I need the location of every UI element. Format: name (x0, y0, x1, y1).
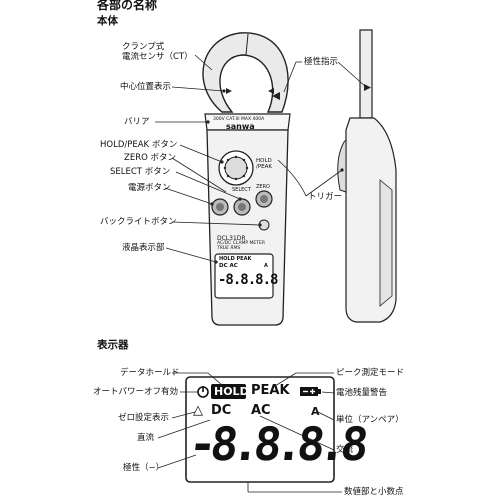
lcd-digits-text: -8.8.8.8 (218, 272, 278, 288)
label-digits: 数値部と小数点 (344, 487, 404, 497)
lcd-peak: PEAK (251, 383, 290, 398)
hold-box (211, 384, 246, 399)
label-trigger: トリガー (308, 192, 343, 202)
page-heading: 各部の名称 (97, 0, 158, 12)
lcd-frame (214, 253, 274, 299)
side-jaw (359, 29, 373, 119)
lcd-mode-text: DC AC (219, 263, 238, 269)
label-ac: 交流 (336, 445, 354, 455)
lcd-top-text: HOLD PEAK (219, 256, 252, 262)
section-title-display: 表示器 (97, 339, 129, 351)
label-hold-peak-button: HOLD/PEAK ボタン (100, 140, 178, 150)
label-unit: 単位（アンペア） (336, 415, 404, 425)
zero-label: ZERO (256, 184, 270, 190)
label-dc: 直流 (137, 433, 155, 443)
label-power-button: 電源ボタン (128, 183, 171, 193)
label-lcd: 液晶表示部 (122, 243, 165, 253)
label-backlight-button: バックライトボタン (100, 217, 177, 227)
label-barrier: バリア (124, 117, 150, 127)
label-auto-power-off: オートパワーオフ有効 (93, 387, 179, 397)
subtitle-text: AC/DC CLAMP METER (217, 241, 265, 246)
lcd-dc: DC (211, 403, 232, 418)
label-polarity-mark: 極性指示 (304, 57, 339, 67)
lcd-unit: A (311, 405, 320, 418)
label-clamp-sensor: クランプ式 電流センサ（CT） (122, 42, 193, 62)
section-title-body: 本体 (97, 15, 118, 27)
model-text: DCL31DR (217, 235, 246, 242)
jaw-arrow (272, 92, 280, 100)
label-data-hold: データホールド (120, 368, 180, 378)
battery-icon (300, 387, 318, 396)
true-rms-text: TRUE RMS (217, 246, 241, 251)
label-peak-mode: ピーク測定モード (336, 368, 405, 378)
lcd-ac: AC (251, 403, 271, 418)
label-battery-warning: 電池残量警告 (336, 388, 388, 398)
lcd-unit-text: A (264, 263, 268, 269)
select-label: SELECT (232, 187, 251, 193)
clamp-jaw (202, 32, 289, 113)
label-center-mark: 中心位置表示 (120, 82, 172, 92)
label-polarity: 極性（−） (123, 463, 165, 473)
brand-text: sanwa (226, 122, 255, 131)
label-zero-button: ZERO ボタン (124, 153, 176, 163)
rating-text: 300V CAT.III MAX 400A (213, 117, 265, 122)
side-trigger (337, 138, 347, 193)
label-select-button: SELECT ボタン (110, 167, 171, 177)
lcd-delta: △ (193, 403, 203, 418)
label-zero-set: ゼロ設定表示 (118, 413, 170, 423)
center-mark (226, 88, 274, 94)
lcd-digits: -8.8.8.8 (186, 417, 366, 471)
display-panel (185, 376, 335, 483)
lcd-hold: HOLD (214, 385, 249, 398)
hold-peak-label: HOLD /PEAK (256, 158, 273, 170)
